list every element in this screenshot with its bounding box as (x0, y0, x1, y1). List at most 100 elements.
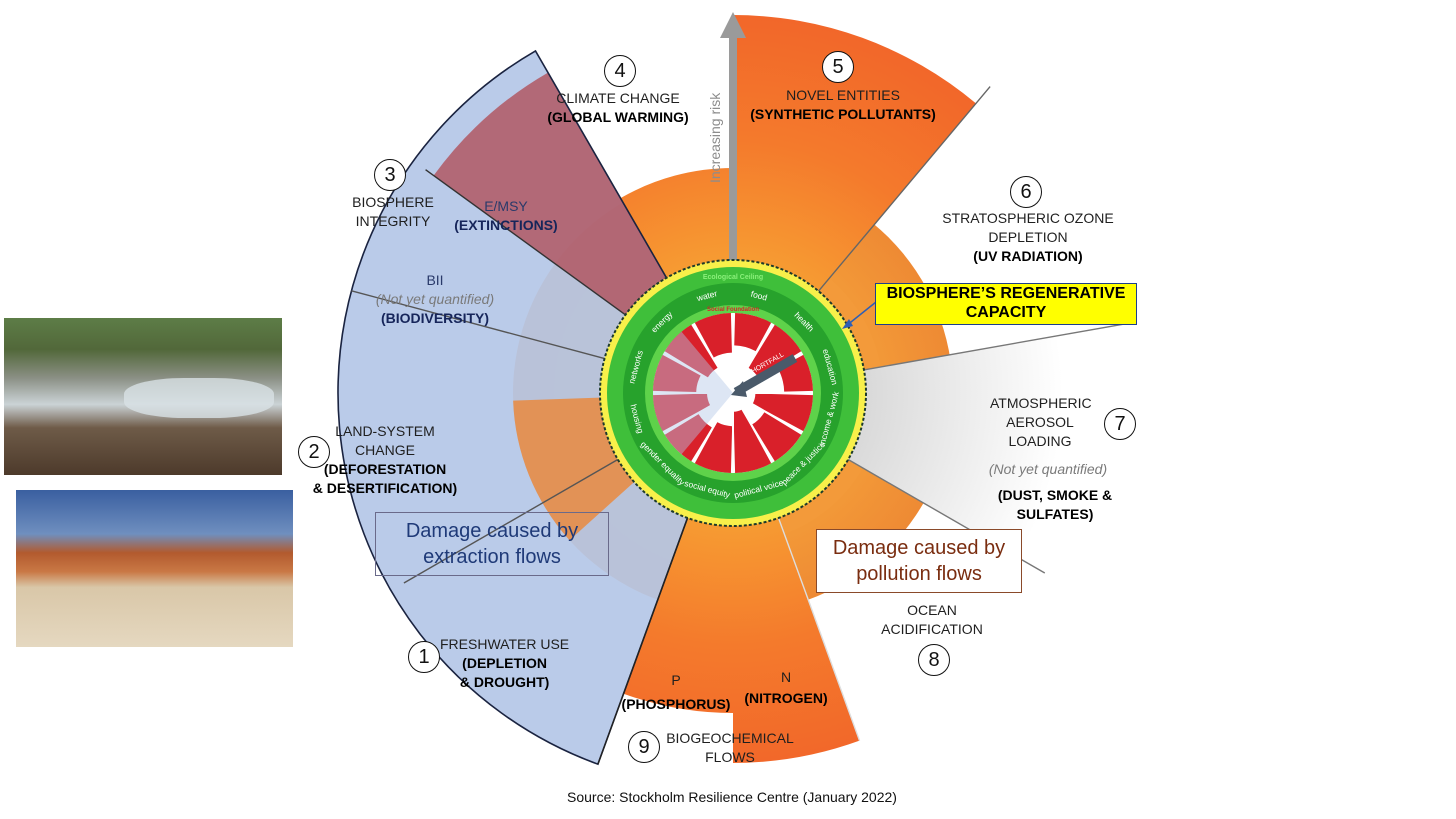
nitrogen-detail: (NITROGEN) (744, 690, 828, 706)
risk-axis-arrowhead (720, 12, 746, 38)
shortfall-divider-8 (692, 395, 732, 463)
boundary-number-3: 3 (374, 159, 406, 191)
freshwater-detail: (DEPLETION (462, 655, 547, 671)
extraction-line-1: Damage caused by (405, 520, 579, 542)
emsy-name: E/MSY (484, 198, 528, 214)
extraction-line-2: extraction flows (423, 546, 561, 568)
deforestation-photo-water (124, 378, 274, 418)
shortfall-wedge-6 (733, 409, 772, 473)
ocean-label: OCEAN ACIDIFICATION (868, 601, 996, 639)
land-system-name-2: CHANGE (355, 442, 415, 458)
shortfall-divider-5 (735, 394, 803, 434)
ozone-name-2: DEPLETION (988, 229, 1068, 245)
biosphere-label: BIOSPHERE INTEGRITY (348, 193, 438, 231)
emsy-wedge (433, 72, 668, 317)
bii-detail: (BIODIVERSITY) (380, 310, 490, 326)
boundary-number-7: 7 (1104, 408, 1136, 440)
sector-divider-1 (860, 322, 1128, 372)
phosphorus-detail: (PHOSPHORUS) (621, 696, 731, 712)
desertification-photo (16, 490, 293, 647)
aerosol-detail: (DUST, SMOKE & SULFATES) (985, 486, 1125, 524)
pollution-line-1: Damage caused by (832, 537, 1006, 559)
aerosol-label: ATMOSPHERIC AEROSOL LOADING (990, 394, 1092, 451)
biogeochemical-name-2: FLOWS (705, 749, 755, 765)
biosphere-name-2: INTEGRITY (355, 213, 431, 229)
sector-divider-0 (816, 86, 991, 294)
shortfall-arrow-head (731, 381, 747, 397)
land-system-label: LAND-SYSTEM CHANGE (DEFORESTATION & DESE… (300, 422, 470, 498)
novel-detail: (SYNTHETIC POLLUTANTS) (750, 106, 936, 122)
shortfall-wedge-0 (694, 313, 732, 358)
biogeochemical-name: BIOGEOCHEMICAL (666, 730, 794, 746)
nitrogen-symbol: N (780, 669, 792, 685)
shortfall-wedge-4 (752, 393, 813, 432)
biosphere-name: BIOSPHERE (352, 194, 434, 210)
extraction-damage-box: Damage caused by extraction flows (375, 512, 609, 576)
ocean-name-2: ACIDIFICATION (881, 621, 983, 637)
doughnut-overlay (652, 331, 733, 455)
climate-name: CLIMATE CHANGE (556, 90, 680, 106)
shortfall-wedge-11 (664, 324, 718, 378)
sector-divider-6 (351, 290, 608, 361)
phosphorus-wedge (623, 515, 733, 713)
climate-wedge (620, 168, 733, 281)
ozone-name: STRATOSPHERIC OZONE (942, 210, 1114, 226)
sector-divider-3 (776, 514, 861, 741)
social-foundation-label: Social Foundation (707, 307, 759, 313)
aerosol-detail-1: (DUST, SMOKE & (997, 487, 1113, 503)
bii-label: BII (Not yet quantified) (BIODIVERSITY) (360, 271, 510, 328)
ozone-label: STRATOSPHERIC OZONE DEPLETION (UV RADIAT… (930, 209, 1126, 266)
novel-name: NOVEL ENTITIES (786, 87, 900, 103)
freshwater-label: FRESHWATER USE (DEPLETION & DROUGHT) (440, 635, 569, 692)
sector-divider-5 (403, 457, 621, 584)
shortfall-wedge-7 (694, 422, 733, 473)
boundary-number-2: 2 (298, 436, 330, 468)
shortfall-arrow-shaft (733, 354, 798, 396)
aerosol-wedge (845, 323, 1133, 593)
emsy-detail: (EXTINCTIONS) (454, 217, 558, 233)
freshwater-name: FRESHWATER USE (440, 636, 570, 652)
nitrogen-label: N (NITROGEN) (736, 668, 836, 708)
boundary-number-6: 6 (1010, 176, 1042, 208)
shortfall-divider-2 (734, 323, 774, 391)
ocean-name: OCEAN (907, 602, 957, 618)
regenerative-capacity-box: BIOSPHERE’S REGENERATIVE CAPACITY (875, 283, 1137, 325)
shortfall-divider-11 (663, 352, 731, 392)
shortfall-divider-6 (734, 395, 774, 463)
emsy-label: E/MSY (EXTINCTIONS) (446, 197, 566, 235)
ozone-detail: (UV RADIATION) (973, 248, 1083, 264)
land-system-detail-2: & DESERTIFICATION) (312, 480, 458, 496)
shortfall-divider-0 (692, 323, 732, 391)
land-system-detail: (DEFORESTATION (323, 461, 447, 477)
regenerative-line-1: BIOSPHERE’S REGENERATIVE (886, 285, 1126, 302)
shortfall-divider-9 (663, 394, 731, 434)
shortfall-wedge-5 (752, 412, 802, 462)
ecological-ceiling-label: Ecological Ceiling (703, 274, 763, 281)
aerosol-note: (Not yet quantified) (988, 461, 1108, 477)
phosphorus-symbol: P (671, 672, 681, 688)
deforestation-photo (4, 318, 282, 475)
novel-entities-wedge (733, 15, 976, 294)
shortfall-wedge-1 (734, 313, 772, 352)
boundary-number-8: 8 (918, 644, 950, 676)
doughnut-sector-1: food (750, 289, 769, 303)
phosphorus-label: P (PHOSPHORUS) (612, 671, 740, 714)
boundary-number-4: 4 (604, 55, 636, 87)
climate-label: CLIMATE CHANGE (GLOBAL WARMING) (538, 89, 698, 127)
bii-note: (Not yet quantified) (375, 291, 495, 307)
aerosol-detail-2: SULFATES) (1016, 506, 1094, 522)
freshwater-detail-2: & DROUGHT) (459, 674, 550, 690)
aerosol-name-2: AEROSOL (1006, 414, 1074, 430)
pollution-line-2: pollution flows (856, 563, 982, 585)
ocean-wedge (777, 458, 863, 534)
aerosol-name: ATMOSPHERIC (990, 395, 1092, 411)
boundary-number-5: 5 (822, 51, 854, 83)
sector-divider-4 (597, 514, 690, 765)
boundary-number-1: 1 (408, 641, 440, 673)
shortfall-wedge-10 (653, 354, 701, 393)
regenerative-line-2: CAPACITY (965, 304, 1047, 321)
regenerative-pointer (845, 301, 877, 327)
aerosol-name-3: LOADING (1008, 433, 1072, 449)
boundary-number-9: 9 (628, 731, 660, 763)
